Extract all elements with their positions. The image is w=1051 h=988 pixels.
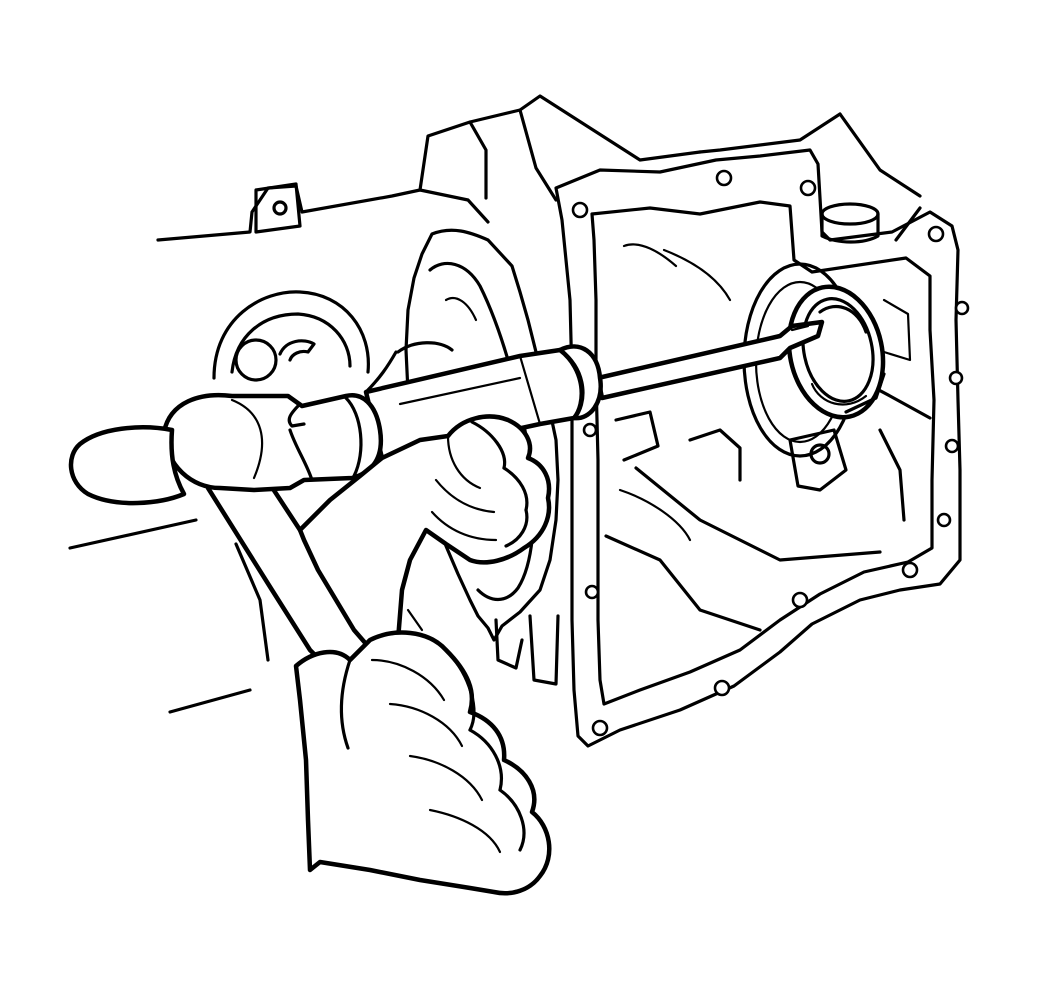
hammer xyxy=(68,392,384,693)
striking-hand xyxy=(293,630,552,896)
transmission-housing xyxy=(554,148,970,748)
oil-seal xyxy=(786,284,886,420)
engine-block-background xyxy=(68,94,922,714)
screwdriver xyxy=(363,319,825,461)
holding-hand xyxy=(297,341,552,663)
